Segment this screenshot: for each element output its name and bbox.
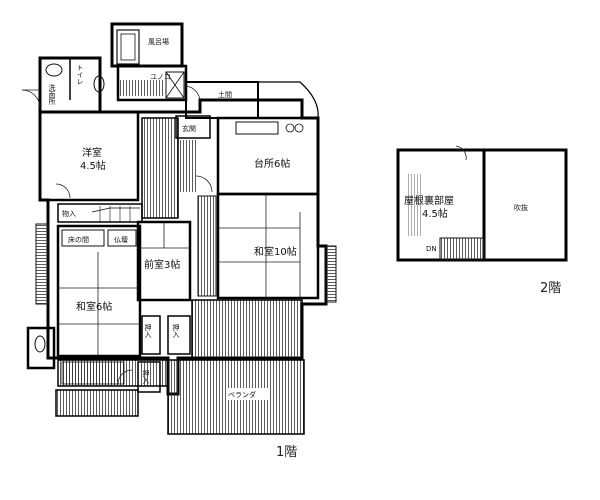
washitsu6-label: 和室6帖 <box>76 300 112 313</box>
attic-size: 4.5帖 <box>422 207 448 220</box>
oshiire2-label: 押入 <box>172 323 180 338</box>
corridor <box>141 117 179 219</box>
oshiire-2 <box>167 315 191 355</box>
zenshitsu3-label: 前室3帖 <box>144 258 180 271</box>
butsudan-label: 仏壇 <box>114 235 128 244</box>
dn-label: DN <box>426 245 437 253</box>
yoshitsu-size: 4.5帖 <box>80 159 106 172</box>
storage-label: 物入 <box>62 209 76 218</box>
deck <box>191 299 303 359</box>
corridor-right <box>180 140 196 192</box>
tokonoma <box>61 229 105 247</box>
butsudan <box>107 229 137 247</box>
stove-icon <box>285 123 295 133</box>
kitchen-label: 台所6帖 <box>254 157 290 170</box>
floor2-stairs <box>439 237 485 261</box>
western-room <box>38 110 140 202</box>
washitsu-10 <box>216 192 320 300</box>
toilet-label: トイレ <box>76 64 84 85</box>
oshiire1-label: 押入 <box>144 323 152 338</box>
floor2-label: 2階 <box>540 281 561 296</box>
yoshitsu-label: 洋室 <box>82 146 102 159</box>
bath-label: 風呂場 <box>148 37 169 46</box>
floor1-label: 1階 <box>276 445 297 460</box>
toilet-room-2 <box>26 326 56 370</box>
doma-label: 土間 <box>218 90 232 99</box>
engawa-outside <box>55 389 139 417</box>
unitsink-label: ユノコ <box>150 73 171 81</box>
washroom-label: 洗面所 <box>48 83 56 106</box>
void-label: 吹抜 <box>514 203 528 212</box>
oshiire-1 <box>141 315 161 355</box>
floor-2-plan: 屋根裏部屋 4.5帖 吹抜 DN <box>396 145 568 262</box>
veranda-label: ベランダ <box>228 390 256 399</box>
washitsu-6 <box>56 224 142 358</box>
counter <box>235 121 279 135</box>
bathtub <box>116 29 140 65</box>
genkan-label: 玄関 <box>182 124 196 133</box>
tokonoma-label: 床の間 <box>68 235 89 244</box>
floor-1-plan: 風呂場 洗面所 トイレ ユノコ 土間 玄関 洋室 4.5帖 <box>21 22 337 435</box>
toilet-icon <box>93 75 105 93</box>
washitsu10-label: 和室10帖 <box>254 245 297 258</box>
sink-icon <box>45 63 63 77</box>
attic-label: 屋根裏部屋 <box>404 194 454 207</box>
